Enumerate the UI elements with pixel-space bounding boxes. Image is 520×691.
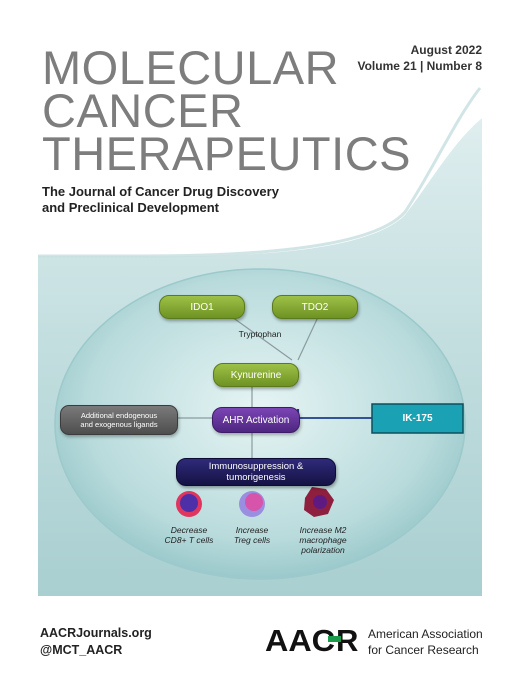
aacr-logo-mark: AAC R xyxy=(265,625,358,655)
ligands-line-1: Additional endogenous xyxy=(80,410,158,420)
tdo2-node: TDO2 xyxy=(272,295,358,319)
subtitle-line-1: The Journal of Cancer Drug Discovery xyxy=(42,184,279,199)
aacr-org-name: American Association for Cancer Research xyxy=(368,627,483,658)
ik175-box xyxy=(371,403,464,434)
svg-text:AAC: AAC xyxy=(265,625,335,655)
org-line-2: for Cancer Research xyxy=(368,642,479,657)
journal-title-line-3: THERAPEUTICS xyxy=(42,127,411,180)
org-line-1: American Association xyxy=(368,627,483,641)
white-swoosh xyxy=(0,0,520,257)
journal-title-line-1: MOLECULAR xyxy=(42,41,340,94)
website-link[interactable]: AACRJournals.org xyxy=(40,626,152,640)
immuno-line-2: tumorigenesis xyxy=(226,472,286,483)
ahr-activation-node: AHR Activation xyxy=(212,407,300,433)
outcome-treg: Increase Treg cells xyxy=(233,525,271,546)
svg-text:R: R xyxy=(336,625,358,655)
outcome-cd8: Decrease CD8+ T cells xyxy=(164,525,214,546)
tryptophan-label: Tryptophan xyxy=(238,329,282,339)
journal-title-line-2: CANCER xyxy=(42,84,244,137)
issue-date: August 2022 xyxy=(410,43,482,57)
social-handle[interactable]: @MCT_AACR xyxy=(40,643,123,657)
ligands-line-2: and exogenous ligands xyxy=(80,420,158,429)
issue-volume: Volume 21 | Number 8 xyxy=(357,59,482,73)
subtitle-line-2: and Preclinical Development xyxy=(42,200,220,215)
aacr-logo: AAC R xyxy=(265,622,359,658)
kynurenine-node: Kynurenine xyxy=(213,363,299,387)
immuno-line-1: Immunosuppression & xyxy=(208,460,304,472)
ik175-label: IK-175 xyxy=(402,413,433,424)
immunosuppression-node: Immunosuppression & tumorigenesis xyxy=(176,458,336,486)
outcome-macrophage: Increase M2 macrophage polarization xyxy=(299,525,347,556)
ligands-node: Additional endogenous and exogenous liga… xyxy=(60,405,178,435)
ido1-node: IDO1 xyxy=(159,295,245,319)
